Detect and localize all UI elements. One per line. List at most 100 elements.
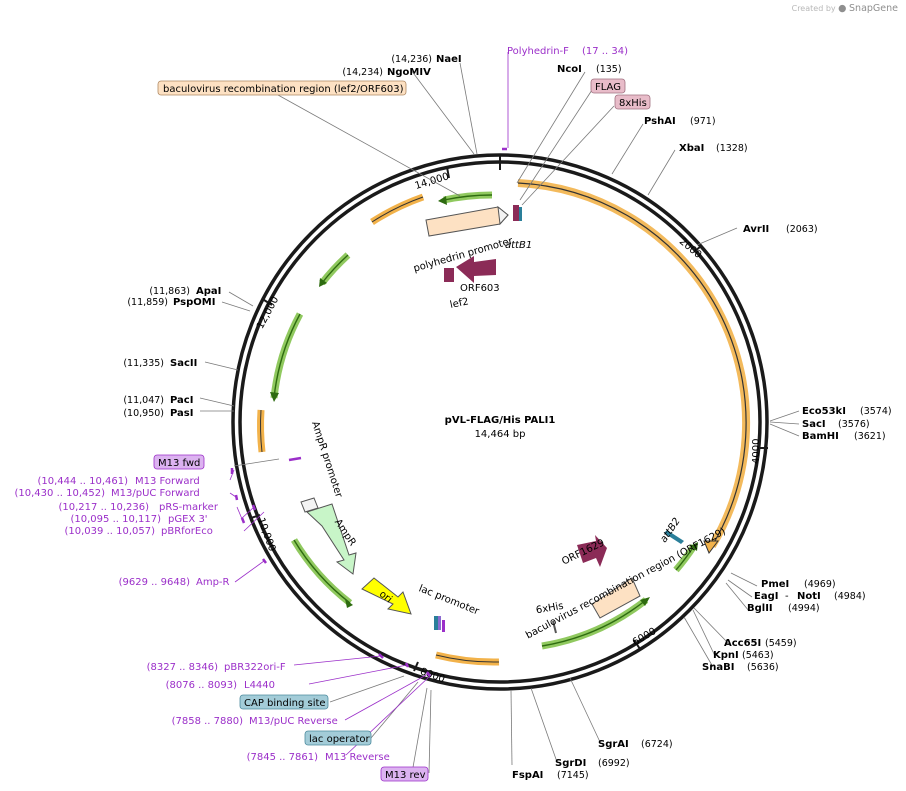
site-ncoi-pos: (135) bbox=[596, 64, 622, 75]
orf603-feature bbox=[456, 256, 496, 283]
badge-m13rev-bg bbox=[380, 766, 429, 782]
created-by-text: Created by bbox=[791, 4, 836, 13]
primer-m13-reverse: M13 Reverse bbox=[325, 752, 390, 763]
flag-his-marker bbox=[519, 207, 522, 221]
sites-right: Eco53kI (3574) SacI (3576) BamHI (3621) … bbox=[702, 406, 892, 673]
badge-m13fwd: M13 fwd bbox=[158, 458, 200, 469]
lac-operator-marker bbox=[434, 616, 438, 630]
badge-flag-bg bbox=[590, 78, 626, 94]
sites-bottom: SgrAI (6724) SgrDI (6992) FspAI (7145) bbox=[512, 739, 673, 781]
site-ncoi: NcoI bbox=[557, 64, 582, 75]
sites-top: (14,236) NaeI (14,234) NgoMIV NcoI (135)… bbox=[342, 54, 817, 235]
badge-8xhis: 8xHis bbox=[619, 98, 647, 109]
site-bamhi: BamHI bbox=[802, 431, 839, 442]
site-sgrai-pos: (6724) bbox=[641, 739, 673, 750]
site-psppomi-pos: (11,859) bbox=[127, 297, 168, 308]
ori-feature bbox=[361, 577, 412, 615]
primer-m13puc-forward-pos: (10,430 .. 10,452) bbox=[15, 488, 106, 499]
site-sgrdi: SgrDI bbox=[555, 758, 586, 769]
primer-prs-marker-pos: (10,217 .. 10,236) bbox=[59, 502, 150, 513]
leader-lines bbox=[199, 62, 800, 774]
site-sacii: SacII bbox=[170, 358, 197, 369]
label-ampr-promoter: AmpR promoter bbox=[309, 420, 344, 500]
plasmid-length: 14,464 bp bbox=[475, 429, 526, 440]
site-eco53ki-pos: (3574) bbox=[860, 406, 892, 417]
backbone-ticks bbox=[250, 155, 768, 672]
site-acc65i: Acc65I bbox=[724, 638, 761, 649]
primer-polyhedrin-f-pos: (17 .. 34) bbox=[582, 46, 628, 57]
badge-m13rev: M13 rev bbox=[385, 770, 426, 781]
badges: baculovirus recombination region (lef2/O… bbox=[153, 78, 651, 782]
primer-prs-marker: pRS-marker bbox=[159, 502, 219, 513]
site-apai-pos: (11,863) bbox=[149, 286, 190, 297]
primer-amp-r: Amp-R bbox=[196, 577, 230, 588]
m13-rev-marker bbox=[442, 620, 445, 632]
site-naei: NaeI bbox=[436, 54, 462, 65]
site-xbai: XbaI bbox=[679, 143, 704, 154]
site-sacii-pos: (11,335) bbox=[123, 358, 164, 369]
lef2-feature bbox=[444, 268, 454, 282]
polyhedrin-promoter-arrowhead bbox=[497, 205, 509, 226]
site-apai: ApaI bbox=[196, 286, 221, 297]
badge-cap: CAP binding site bbox=[244, 698, 326, 709]
site-snabi-pos: (5636) bbox=[747, 662, 779, 673]
primer-pgex3: pGEX 3' bbox=[168, 514, 208, 525]
label-lef2: lef2 bbox=[449, 296, 470, 311]
primer-m13-forward: M13 Forward bbox=[135, 476, 200, 487]
site-pmei: PmeI bbox=[761, 579, 789, 590]
site-bglii-pos: (4994) bbox=[788, 603, 820, 614]
primer-pbr322ori-f-pos: (8327 .. 8346) bbox=[147, 662, 219, 673]
site-sgrdi-pos: (6992) bbox=[598, 758, 630, 769]
primer-labels: Polyhedrin-F (17 .. 34) (10,444 .. 10,46… bbox=[15, 46, 629, 763]
orange-arrow-top bbox=[370, 193, 425, 225]
site-avrii: AvrII bbox=[743, 224, 769, 235]
primer-amp-r-pos: (9629 .. 9648) bbox=[119, 577, 191, 588]
primer-l4440-pos: (8076 .. 8093) bbox=[166, 680, 238, 691]
site-pasi: PasI bbox=[170, 408, 193, 419]
site-eco53ki: Eco53kI bbox=[802, 406, 846, 417]
primer-pbrforeco-pos: (10,039 .. 10,057) bbox=[65, 526, 156, 537]
ampr-feature bbox=[306, 503, 357, 575]
polyhedrin-promoter-feature bbox=[425, 206, 509, 237]
site-eagi: EagI bbox=[754, 591, 778, 602]
site-saci: SacI bbox=[802, 419, 826, 430]
site-bglii: BglII bbox=[747, 603, 773, 614]
tick-4000: 4000 bbox=[751, 439, 762, 464]
site-pshai-pos: (971) bbox=[690, 116, 716, 127]
site-naei-pos: (14,236) bbox=[391, 54, 432, 65]
snapgene-watermark: Created by ● SnapGene bbox=[792, 3, 898, 14]
green-arrows bbox=[270, 191, 698, 650]
badge-baculo-top: baculovirus recombination region (lef2/O… bbox=[163, 84, 404, 95]
primer-m13-reverse-pos: (7845 .. 7861) bbox=[247, 752, 319, 763]
primer-pgex3-pos: (10,095 .. 10,117) bbox=[71, 514, 162, 525]
primer-pbrforeco: pBRforEco bbox=[161, 526, 213, 537]
site-fspai-pos: (7145) bbox=[557, 770, 589, 781]
label-attb1: attB1 bbox=[505, 240, 532, 251]
site-paci-pos: (11,047) bbox=[123, 395, 164, 406]
site-eagi-sep: - bbox=[785, 591, 789, 602]
label-orf603: ORF603 bbox=[460, 283, 500, 294]
attb2-feature bbox=[664, 530, 684, 544]
site-snabi: SnaBI bbox=[702, 662, 734, 673]
site-eagi-pos: (4984) bbox=[834, 591, 866, 602]
primer-pbr322ori-f: pBR322ori-F bbox=[224, 662, 286, 673]
orange-feature-arc bbox=[517, 179, 751, 549]
his6-feature bbox=[552, 620, 557, 634]
primer-m13puc-reverse-pos: (7858 .. 7880) bbox=[172, 716, 244, 727]
badge-lacop-bg bbox=[304, 730, 372, 746]
badge-baculo-top-bg bbox=[157, 80, 407, 96]
site-avrii-pos: (2063) bbox=[786, 224, 818, 235]
baculo-bottom-feature bbox=[591, 577, 641, 619]
site-pshai: PshAI bbox=[644, 116, 676, 127]
site-pasi-pos: (10,950) bbox=[123, 408, 164, 419]
primer-m13puc-forward: M13/pUC Forward bbox=[111, 488, 200, 499]
label-lac-promoter: lac promoter bbox=[417, 583, 481, 618]
site-ngomiv: NgoMIV bbox=[387, 67, 431, 78]
snapgene-brand: SnapGene bbox=[849, 3, 898, 14]
site-pmei-pos: (4969) bbox=[804, 579, 836, 590]
site-kpni-pos: (5463) bbox=[742, 650, 774, 661]
site-kpni: KpnI bbox=[713, 650, 739, 661]
site-sgrai: SgrAI bbox=[598, 739, 629, 750]
label-6xhis: 6xHis bbox=[535, 601, 564, 617]
